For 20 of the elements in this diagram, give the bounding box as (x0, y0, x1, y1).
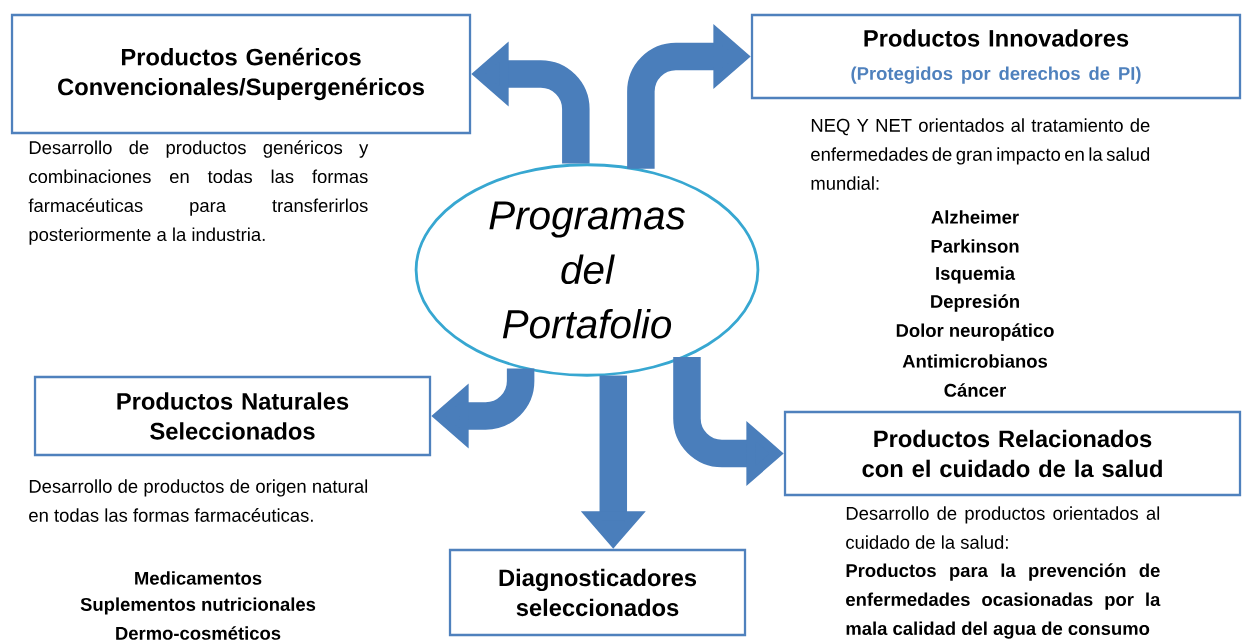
list-item: Dolor neuropático (896, 323, 1054, 341)
description-text: Productos para la prevención de enfermedades ocasionadas por la mala calidad del agua de consumo (846, 563, 1161, 639)
title-box: Diagnosticadores seleccionados (448, 548, 747, 637)
list-item: Alzheimer (931, 210, 1019, 224)
list-item: Parkinson (931, 239, 1019, 253)
list-item: Cáncer (944, 383, 1006, 397)
list-item: Medicamentos (135, 571, 262, 585)
description-text: Desarrollo de productos de origen natural en todas las formas farmacéuticas. (29, 479, 368, 522)
description-text: Desarrollo de productos genéricos y combinaciones en todas las formas farmacéuticas para transferirlos posteriormente a la industria. (28, 140, 369, 245)
list-item: Antimicrobianos (902, 354, 1048, 368)
title-box: Productos Genéricos Convencionales/Supergenéricos (10, 13, 472, 135)
list-item: Dermo-cosméticos (116, 626, 281, 640)
description-text: NEQ Y NET orientados al tratamiento de enfermedades de gran impacto en la salud mundial: (811, 118, 1150, 190)
description-text: Desarrollo de productos orientados al cuidado de la salud: (846, 506, 1160, 549)
list-item: Isquemia (936, 266, 1016, 284)
list-item: Suplementos nutricionales (80, 597, 316, 615)
title-box: Productos Relacionados con el cuidado de la salud (783, 410, 1242, 497)
title-box: Productos Innovadores (Protegidos por derechos de PI) (750, 13, 1242, 100)
title-box: Productos Naturales Seleccionados (33, 375, 432, 457)
list-item: Depresión (931, 294, 1019, 312)
